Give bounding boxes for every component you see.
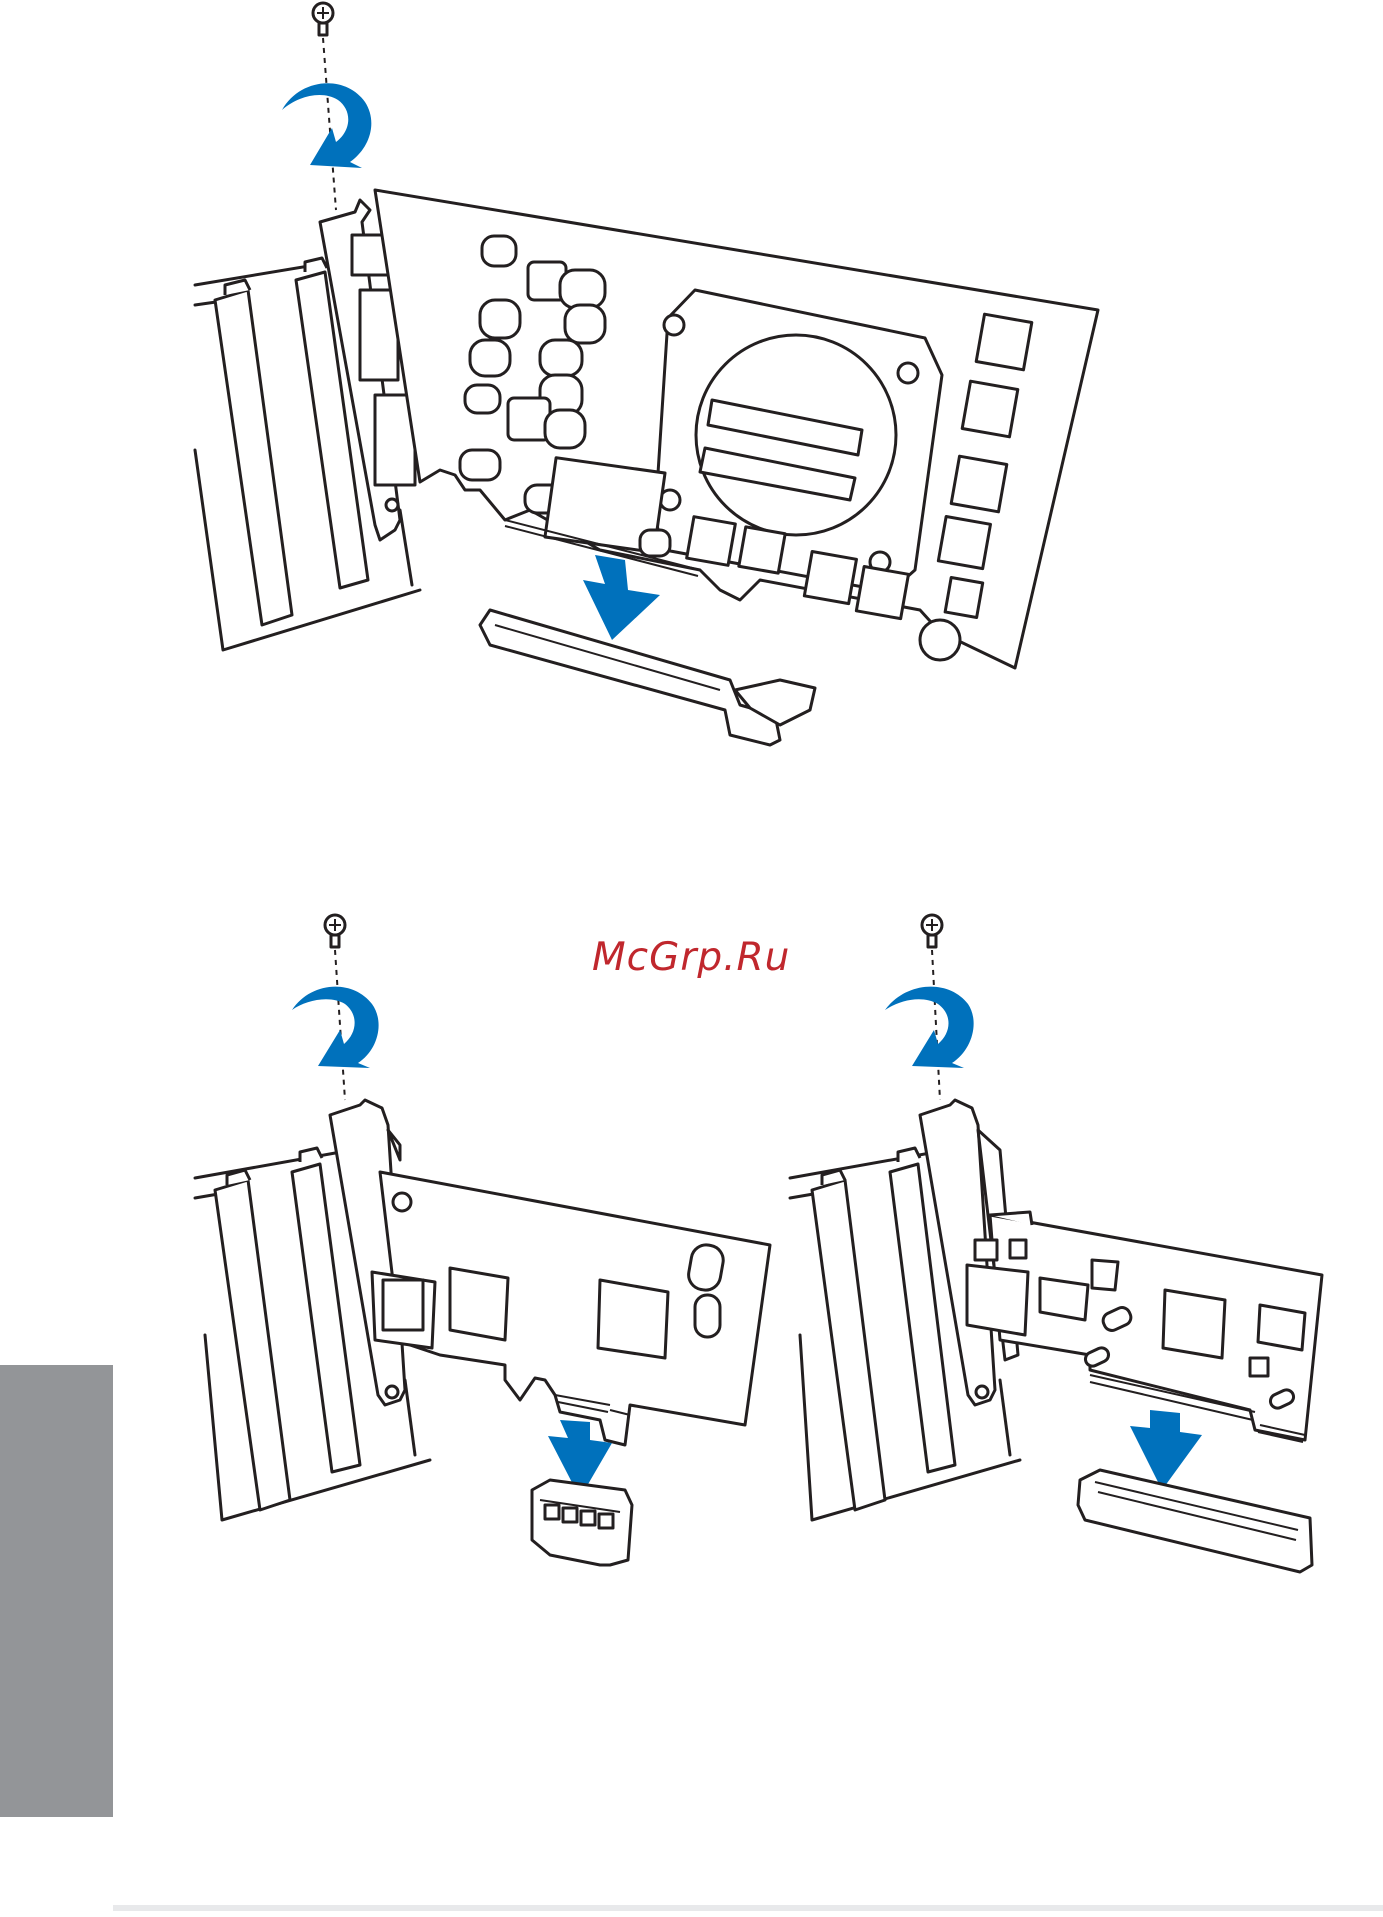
screw-icon	[922, 915, 942, 947]
side-tab	[0, 1365, 113, 1817]
pci-slot	[1078, 1470, 1312, 1572]
pci-card	[967, 1212, 1322, 1442]
rotate-arrow-icon	[885, 987, 974, 1068]
footer-rule	[113, 1905, 1383, 1911]
watermark-text: McGrp.Ru	[592, 935, 807, 990]
